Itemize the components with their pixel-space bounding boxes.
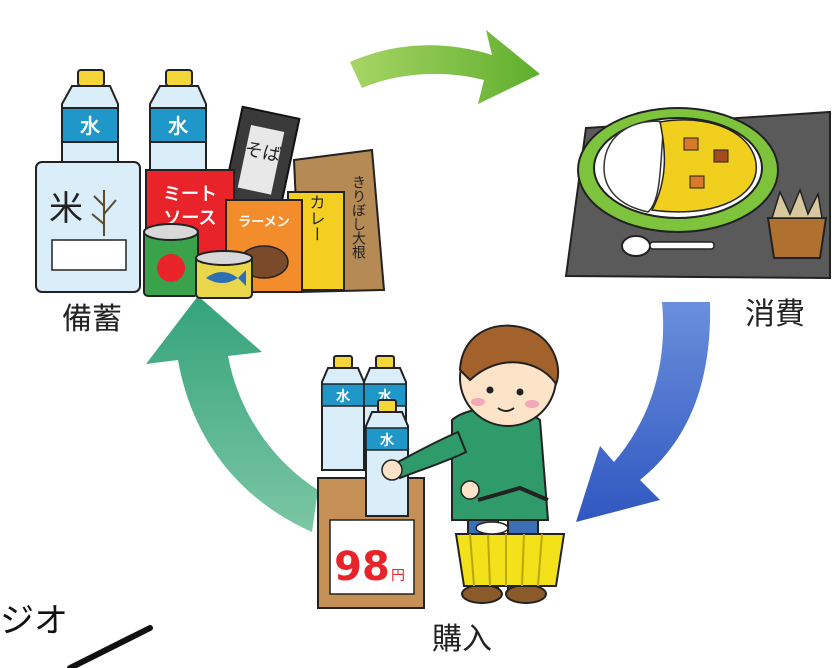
water-label: 水 [168,114,189,138]
corner-partial-text: ジオ [0,601,68,641]
stockpile-illustration: 水 水 そば きりぼし大根 カレー 米 [35,69,386,299]
shopping-basket-icon [454,480,566,587]
water-label: 水 [380,432,395,449]
rice-label: 米 [49,189,83,229]
meal-tray-illustration [564,107,831,280]
stock-label: 備蓄 [62,302,122,337]
water-bottle-icon: 水 [321,355,365,471]
spoon-icon [621,235,715,257]
curry-label: カレー [307,194,326,242]
side-dish-bowl-icon [766,187,828,259]
meat-sauce-label-line1: ミート [163,184,217,205]
water-label: 水 [80,114,101,138]
rice-bag-icon: 米 [35,161,141,293]
pen-stroke-mark [67,625,153,668]
purchase-illustration: 98 円 水 水 水 [317,324,566,609]
curry-plate-icon [577,107,779,233]
daikon-label: きりぼし大根 [350,175,366,259]
arrow-consume-to-purchase [576,302,711,522]
water-bottle-icon: 水 [365,399,409,517]
tomato-can-icon [143,223,199,297]
water-label: 水 [336,388,351,405]
soba-package-icon: そば [221,105,301,214]
curry-box-icon: カレー [287,191,345,291]
purchase-label: 購入 [432,622,492,657]
price-unit: 円 [391,568,405,584]
ramen-label: ラーメン [238,215,289,230]
consume-label: 消費 [745,297,805,332]
arrow-purchase-to-stock [146,296,318,532]
price-number: 98 [334,544,390,590]
ramen-package-icon: ラーメン [225,199,303,293]
arrow-stock-to-consume [350,30,540,104]
fish-can-icon [195,250,253,299]
